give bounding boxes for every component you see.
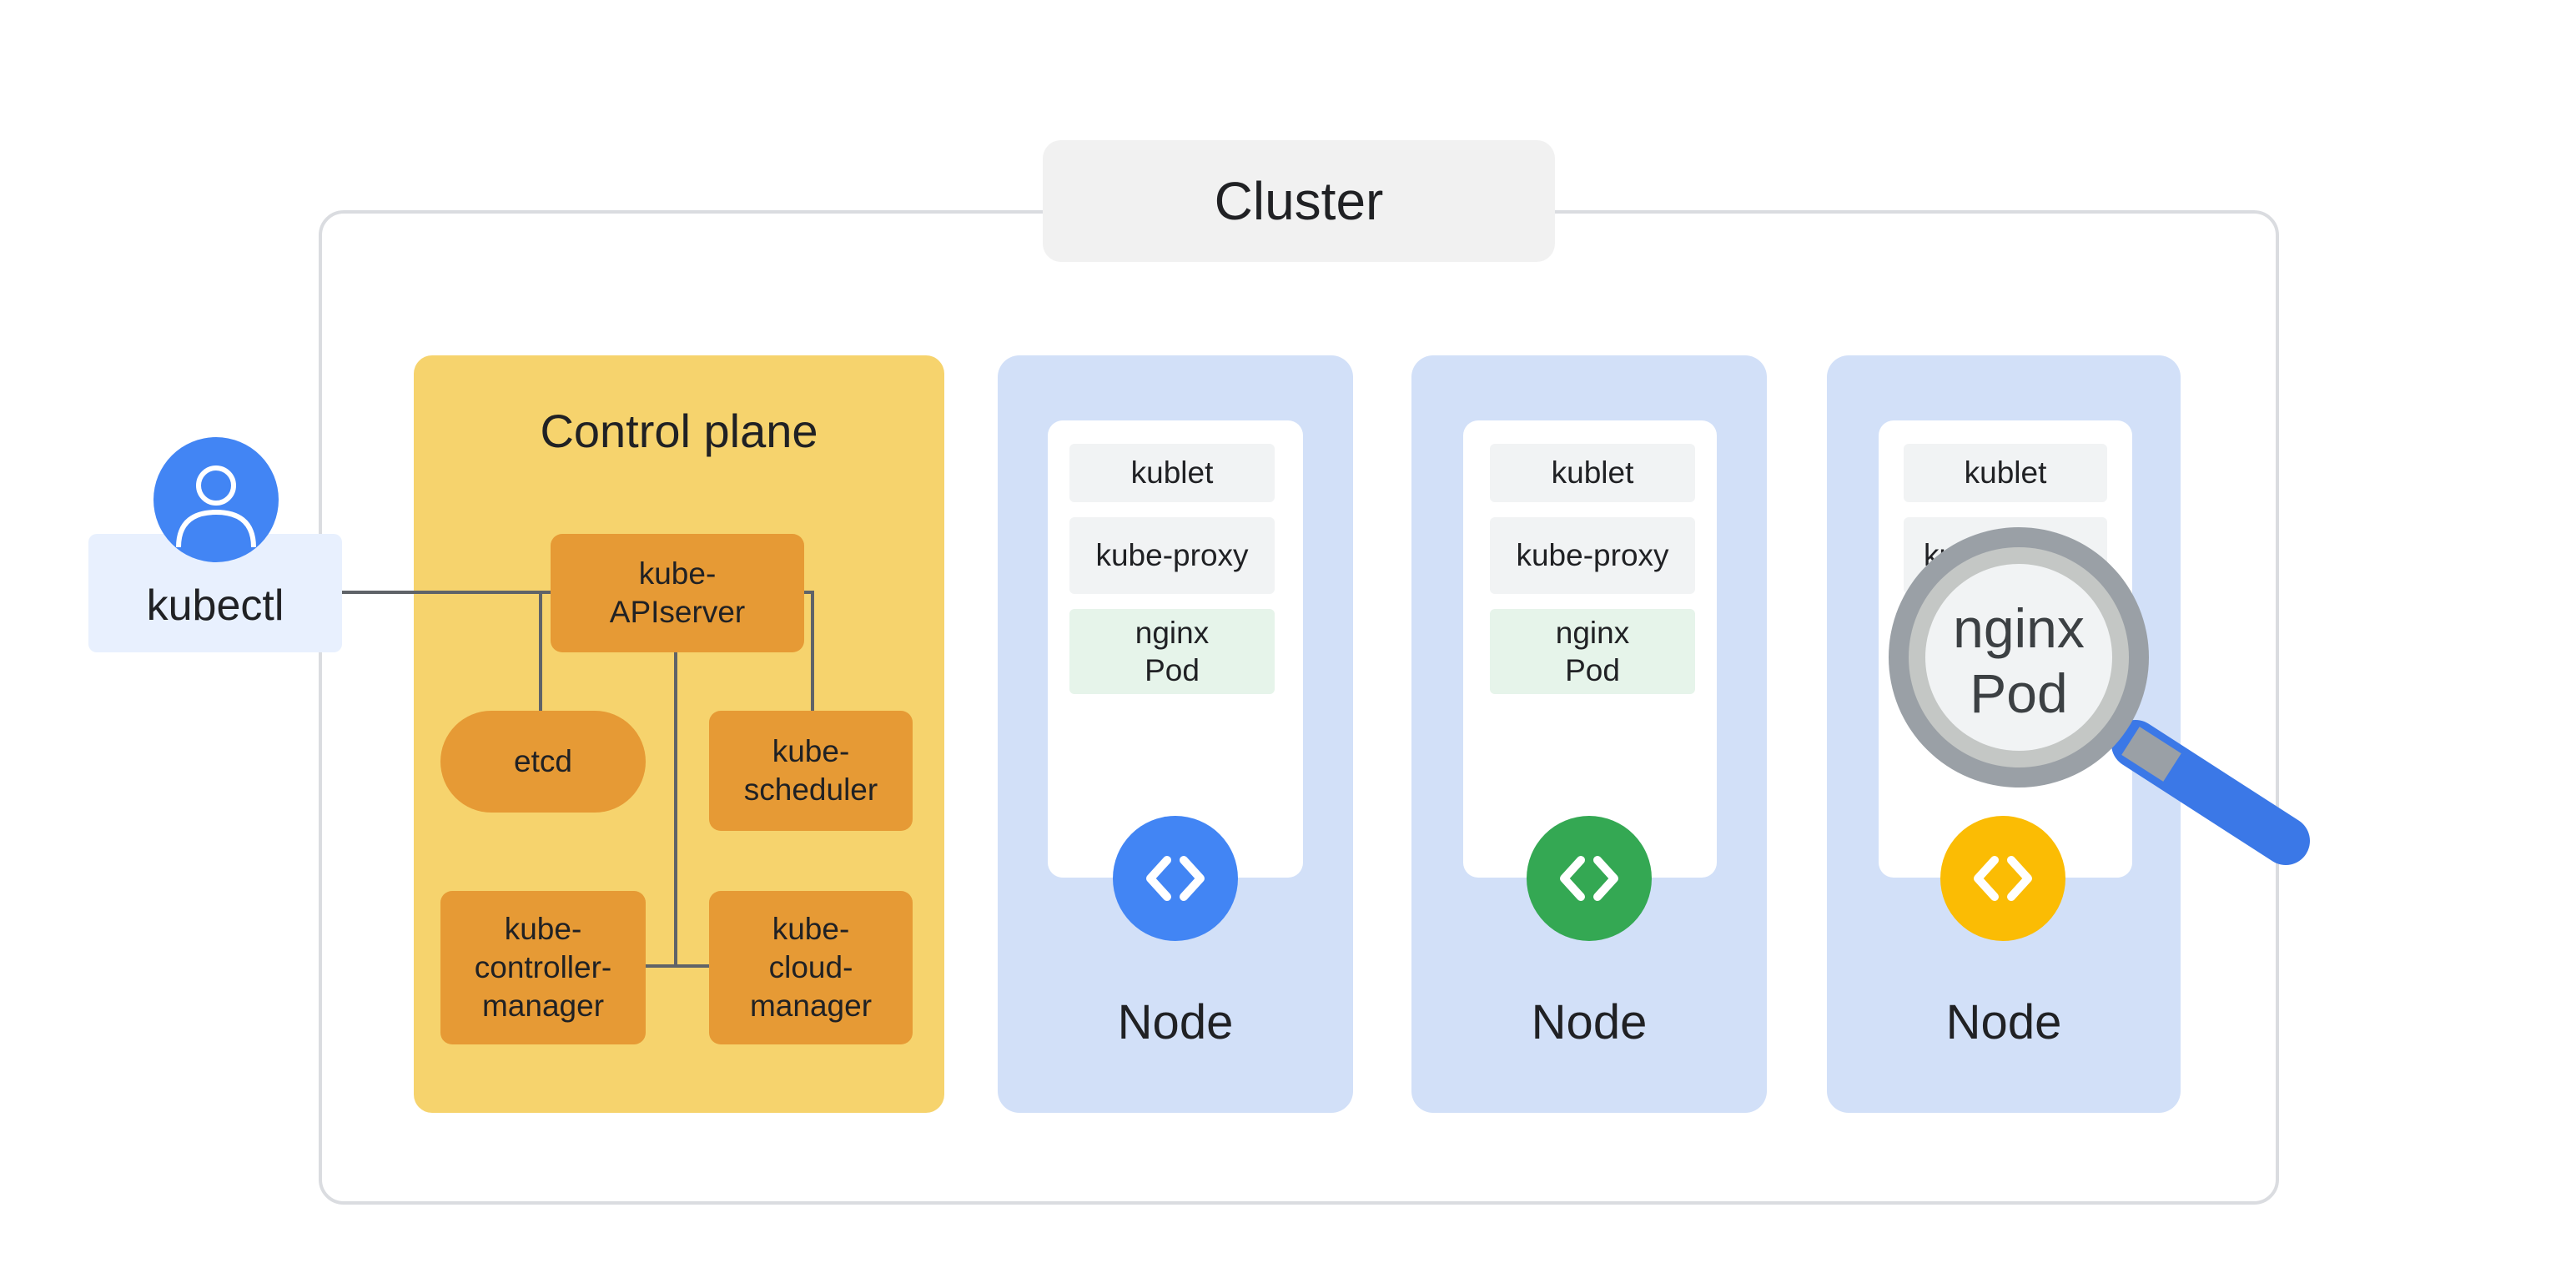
- node-2-nginx-pod: nginx Pod: [1490, 609, 1695, 694]
- node-3-kublet: kublet: [1904, 444, 2107, 502]
- node-1-label: Node: [1117, 994, 1234, 1049]
- node-1-kube-proxy: kube-proxy: [1069, 517, 1275, 594]
- kube-apiserver-box: kube- APIserver: [551, 534, 804, 652]
- control-plane-title: Control plane: [540, 404, 818, 457]
- connector-api-etcd-vertical: [539, 591, 542, 716]
- kube-controller-manager-box: kube- controller- manager: [440, 891, 646, 1044]
- connector-api-scheduler-v: [811, 591, 814, 716]
- etcd-box: etcd: [440, 711, 646, 813]
- node-1-code-brackets-icon: [1113, 816, 1238, 941]
- kube-cloud-manager-box: kube- cloud- manager: [709, 891, 913, 1044]
- connector-api-scheduler-h: [802, 591, 814, 594]
- node-1-nginx-pod: nginx Pod: [1069, 609, 1275, 694]
- node-2-kube-proxy: kube-proxy: [1490, 517, 1695, 594]
- kube-scheduler-box: kube- scheduler: [709, 711, 913, 831]
- connector-managers: [646, 964, 711, 968]
- user-avatar-icon: [153, 437, 279, 562]
- cluster-title: Cluster: [1043, 140, 1555, 262]
- node-2-kublet: kublet: [1490, 444, 1695, 502]
- connector-api-trunk: [674, 652, 677, 966]
- node-3-label: Node: [1945, 994, 2062, 1049]
- node-2-code-brackets-icon: [1527, 816, 1652, 941]
- node-2-label: Node: [1531, 994, 1648, 1049]
- node-1-kublet: kublet: [1069, 444, 1275, 502]
- node-3-code-brackets-icon: [1940, 816, 2065, 941]
- magnifying-glass-icon: [1877, 526, 2311, 876]
- magnified-nginx-pod-text: nginx Pod: [1953, 597, 2085, 724]
- connector-kubectl-api: [342, 591, 552, 594]
